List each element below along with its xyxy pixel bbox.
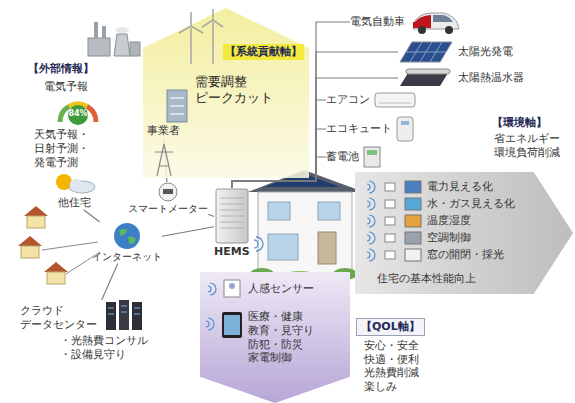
hems-device-icon — [215, 188, 249, 244]
solar-heater-icon — [398, 68, 454, 88]
device-node: 太陽光発電 — [398, 40, 513, 64]
smart-meter-node: スマートメーター — [128, 182, 208, 216]
environment-arrow: 電力見える化水・ガス見える化温度湿度空調制御窓の開閉・採光住宅の基本性能向上 — [355, 172, 573, 294]
hems-node: HEMS — [214, 188, 250, 259]
operator-node: 事業者 — [147, 124, 180, 138]
hems-wireless — [254, 237, 263, 251]
weather-node: 天気予報・ 日射予測・ 発電予測 — [34, 128, 96, 169]
main-house — [248, 170, 364, 281]
item-text: 医療・健康 教育・見守り 防犯・防災 家電制御 — [248, 310, 318, 365]
connector-line — [102, 264, 118, 301]
item-text: 電力見える化 — [427, 180, 493, 194]
device-node: エコキュート — [326, 116, 414, 142]
cloud-node: クラウド データセンター・光熱費コンサル ・設備見守り — [20, 300, 155, 364]
icon — [363, 146, 381, 168]
node-text: 事業者 — [147, 124, 180, 138]
item-text: 温度湿度 — [427, 214, 471, 228]
connector-line — [208, 214, 214, 216]
node-text: HEMS — [214, 245, 250, 259]
globe-icon — [113, 222, 141, 250]
connector-line — [162, 227, 214, 237]
yellow-house-band: 【系統貢献軸】需要調整 ピークカット事業者 — [143, 6, 309, 178]
other-houses-node: 他住宅 — [58, 196, 91, 210]
solar-panel-icon — [398, 40, 454, 64]
arrow-caption: 住宅の基本性能向上 — [377, 272, 476, 286]
forecast-gauge: 電気予報 84% — [38, 80, 110, 126]
device-label: 蓄電池 — [326, 150, 359, 164]
icon — [396, 116, 414, 142]
node-text: ・光熱費コンサル ・設備見守り — [60, 334, 152, 362]
node-text: 天気予報・ 日射予測・ 発電予測 — [34, 128, 96, 169]
device-label: 太陽熱温水器 — [458, 71, 524, 85]
axis-heading: 【QOL軸】 — [356, 318, 425, 336]
node-text: スマートメーター — [128, 203, 208, 216]
band-text: 需要調整 ピークカット — [195, 74, 277, 107]
gauge-number: 84% — [66, 109, 90, 119]
item-text: 人感センサー — [248, 282, 314, 296]
other-houses — [18, 206, 100, 284]
icon — [113, 222, 141, 250]
internet-node: インターネット — [92, 222, 162, 264]
device-node: 太陽熱温水器 — [398, 68, 524, 88]
air-conditioner-icon — [374, 92, 416, 108]
section-heading: 【外部情報】 — [28, 62, 94, 76]
icon — [398, 40, 454, 64]
device-label: エアコン — [326, 93, 370, 107]
axis-heading: 【系統貢献軸】 — [223, 44, 304, 60]
car-icon — [409, 8, 461, 36]
device-node: エアコン — [326, 92, 416, 108]
device-label: 太陽光発電 — [458, 45, 513, 59]
smart-meter-icon — [158, 182, 178, 202]
device-node: 電気自動車 — [350, 8, 461, 36]
ecocute-icon — [396, 116, 414, 142]
weather-icon — [56, 174, 95, 193]
node-text: 電気予報 — [44, 80, 88, 94]
item-text: 窓の開閉・採光 — [427, 248, 504, 262]
item-text: 水・ガス見える化 — [427, 197, 515, 211]
power-plants — [88, 22, 140, 56]
axis-list: 安心・安全 快適・便利 光熱費削減 楽しみ — [364, 339, 426, 394]
device-label: エコキュート — [326, 122, 392, 136]
icon — [158, 182, 178, 202]
device-label: 電気自動車 — [350, 15, 405, 29]
node-text: クラウド データセンター — [20, 304, 100, 332]
section-heading: 【環境軸】 — [492, 116, 547, 130]
icon — [374, 92, 416, 108]
qol-node: 【QOL軸】安心・安全 快適・便利 光熱費削減 楽しみ — [356, 318, 426, 394]
icon — [409, 8, 461, 36]
connector-line — [84, 210, 100, 222]
battery-icon — [363, 146, 381, 168]
node-text: 他住宅 — [58, 196, 91, 210]
section-text: 省エネルギー 環境負荷削減 — [494, 132, 564, 160]
device-node: 蓄電池 — [326, 146, 381, 168]
icon — [215, 188, 249, 244]
qol-arrow: 人感センサー医療・健康 教育・見守り 防犯・防災 家電制御 — [200, 272, 350, 403]
item-text: 空調制御 — [427, 231, 471, 245]
node-text: インターネット — [92, 251, 162, 264]
icon — [398, 68, 454, 88]
